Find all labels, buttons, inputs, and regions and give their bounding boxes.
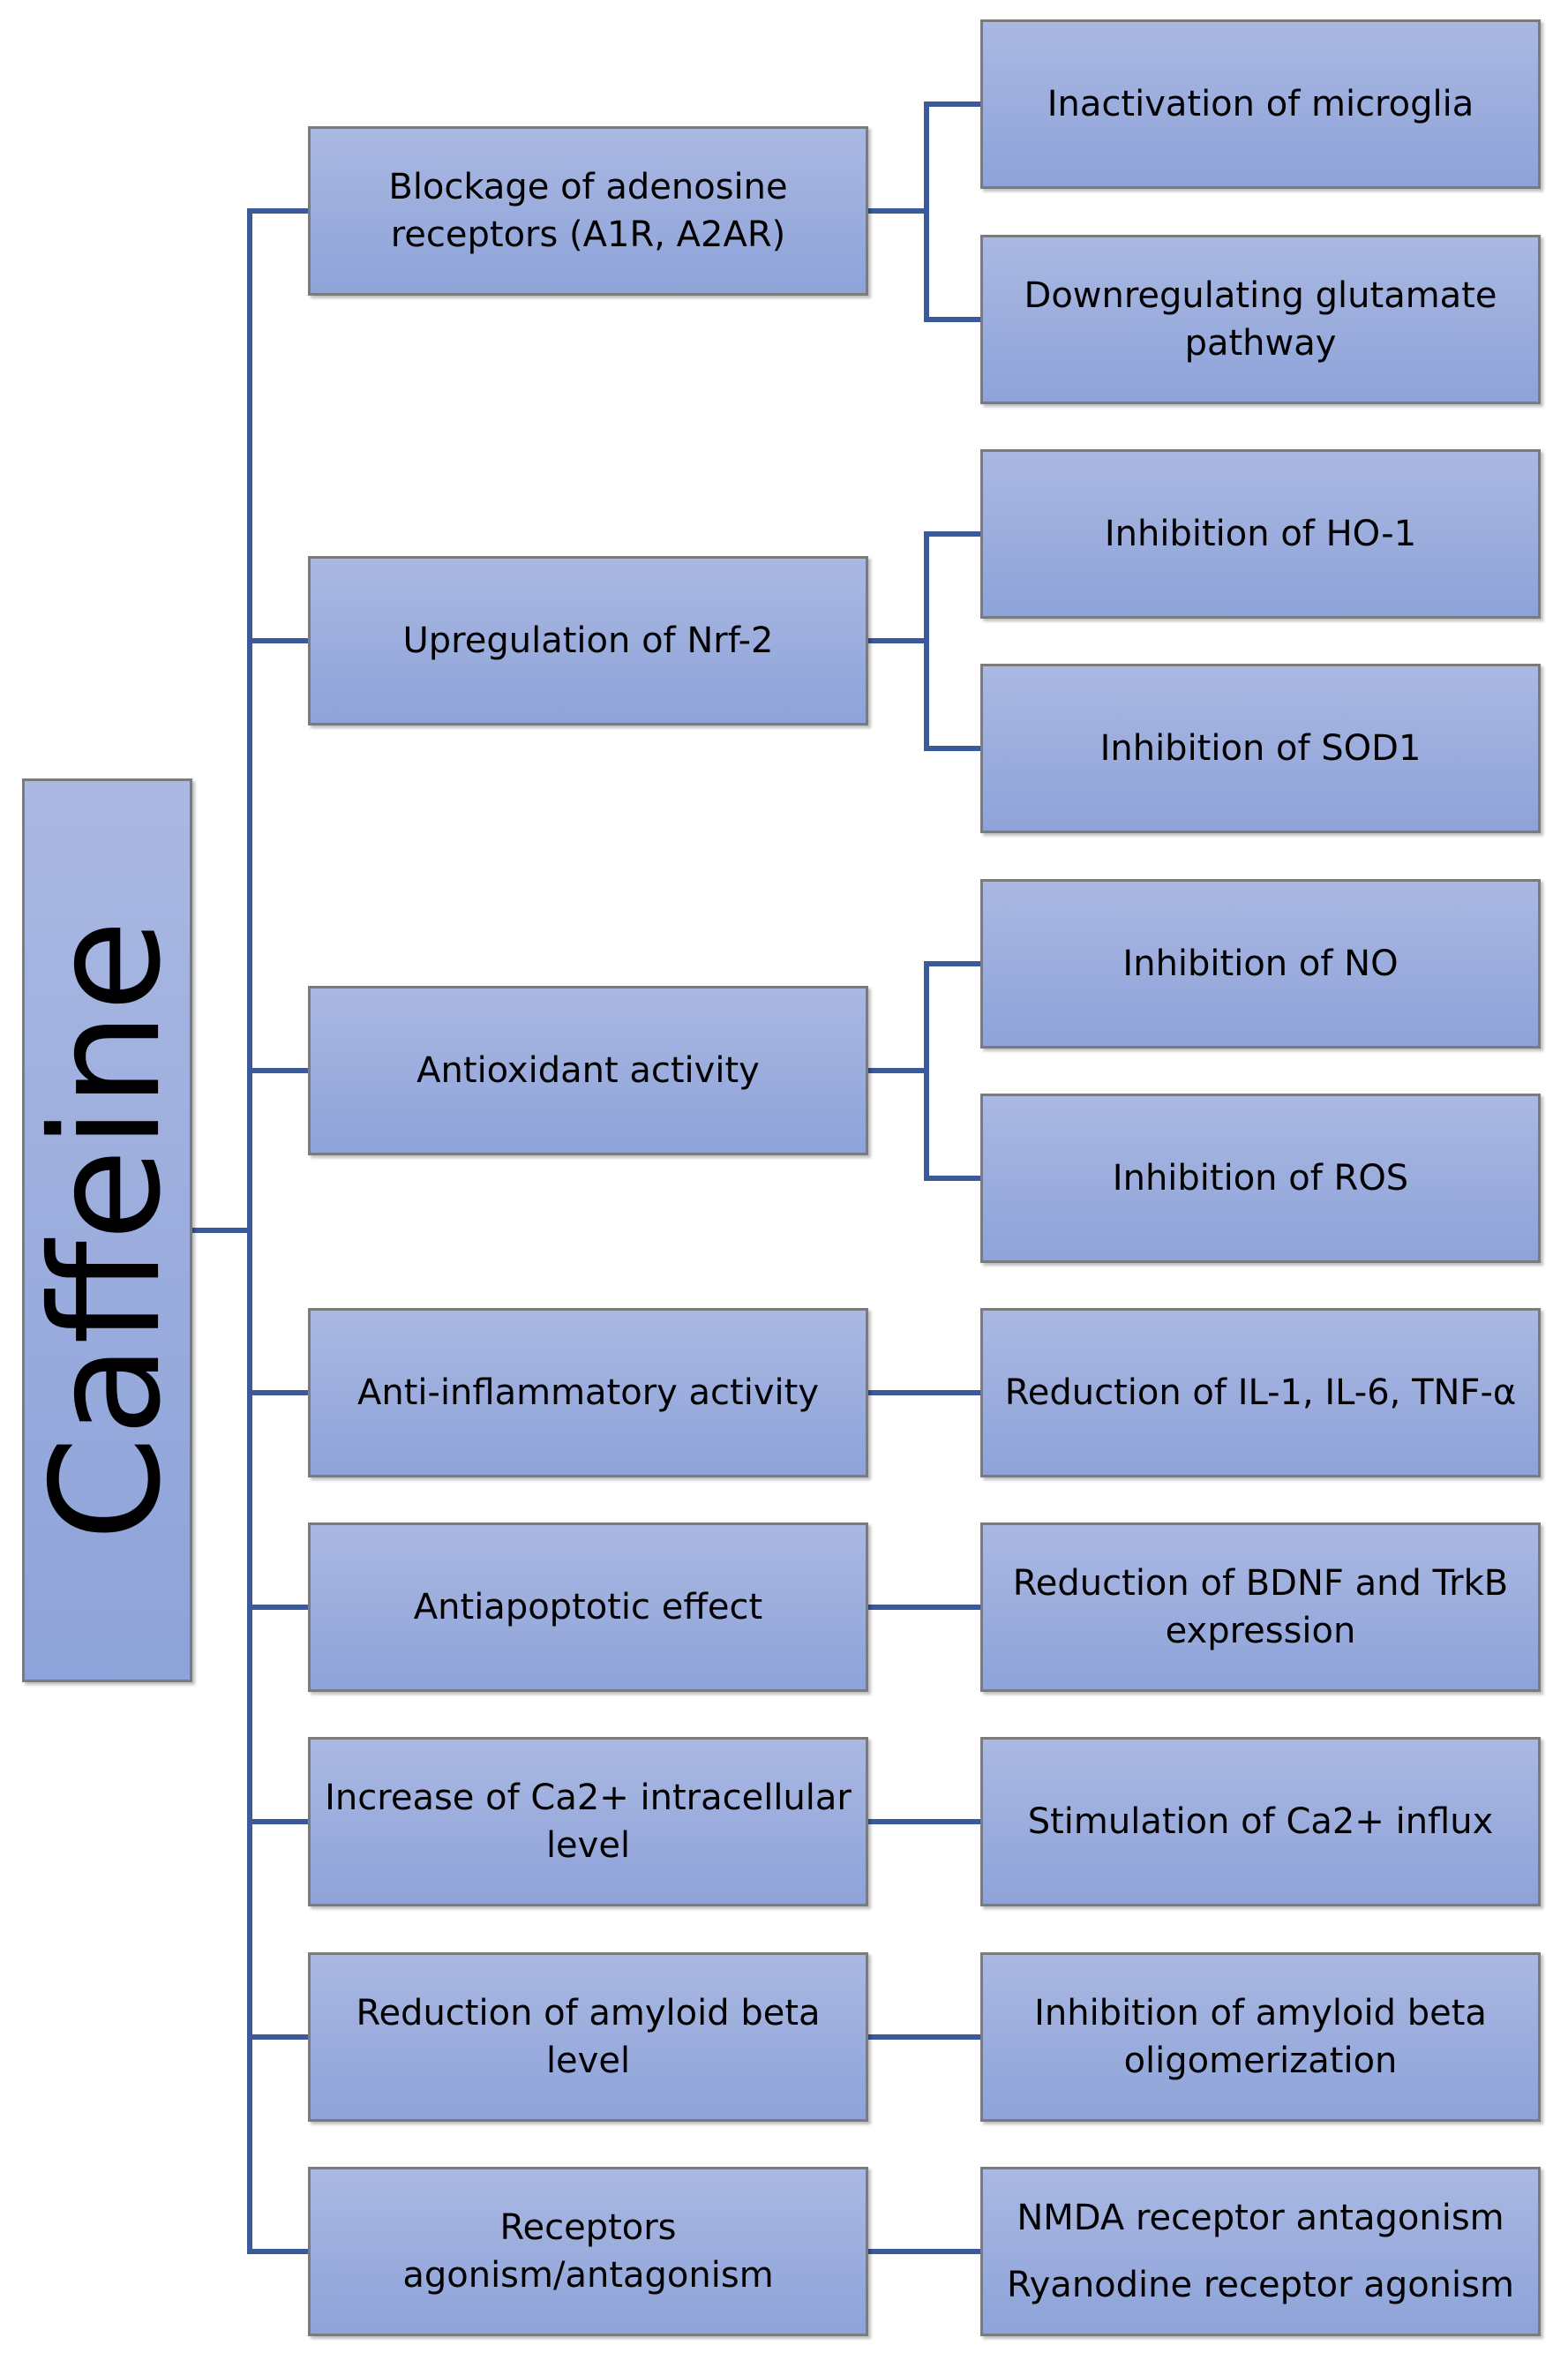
effect-node-label: Inhibition of ROS — [1112, 1158, 1409, 1199]
branch-node-label: Receptors — [499, 2207, 677, 2248]
effect-node: Inactivation of microglia — [980, 19, 1541, 189]
effect-node-label: NMDA receptor antagonism — [1017, 2198, 1504, 2238]
effect-node: Inhibition of ROS — [980, 1094, 1541, 1263]
effect-node: Reduction of BDNF and TrkB expression — [980, 1522, 1541, 1692]
branch-node: Blockage of adenosine receptors (A1R, A2A… — [308, 126, 868, 296]
branch-node-label: receptors (A1R, A2AR) — [390, 214, 786, 255]
effect-node-label: expression — [1165, 1611, 1356, 1651]
branch-node: Antiapoptotic effect — [308, 1522, 868, 1692]
branch-node-label: agonism/antagonism — [402, 2255, 774, 2296]
branch-node-label: Reduction of amyloid beta — [356, 1993, 821, 2033]
effect-node: Downregulating glutamate pathway — [980, 235, 1541, 404]
effect-node-label: Stimulation of Ca2+ influx — [1027, 1801, 1494, 1842]
effect-node-label: pathway — [1184, 323, 1337, 364]
effect-node-label: oligomerization — [1123, 2041, 1398, 2081]
branch-node-label: Blockage of adenosine — [388, 167, 788, 207]
branch-node-label: level — [545, 1825, 631, 1866]
effect-node-label: Inhibition of amyloid beta — [1034, 1993, 1487, 2033]
effect-node-label: Ryanodine receptor agonism — [1007, 2265, 1514, 2305]
effect-node-label: Inhibition of NO — [1122, 943, 1399, 984]
branch-node-label: level — [545, 2041, 631, 2081]
effect-node: Inhibition of NO — [980, 879, 1541, 1049]
effect-node: Reduction of IL-1, IL-6, TNF-α — [980, 1308, 1541, 1477]
effect-node-label: Downregulating glutamate — [1024, 275, 1497, 316]
effect-node-label: Inhibition of HO-1 — [1104, 514, 1417, 554]
branch-node: Antioxidant activity — [308, 986, 868, 1155]
effect-node-label: Inactivation of microglia — [1047, 84, 1474, 124]
effect-node: Stimulation of Ca2+ influx — [980, 1737, 1541, 1906]
root-node-label: Caffeine — [22, 919, 192, 1542]
effect-node: Inhibition of HO-1 — [980, 449, 1541, 619]
branch-node: Anti-inflammatory activity — [308, 1308, 868, 1477]
branch-node: Upregulation of Nrf-2 — [308, 556, 868, 725]
effect-node-label: Reduction of IL-1, IL-6, TNF-α — [1004, 1372, 1517, 1413]
branch-node-label: Antiapoptotic effect — [413, 1587, 763, 1628]
branch-node: Receptors agonism/antagonism — [308, 2167, 868, 2336]
branch-node: Reduction of amyloid beta level — [308, 1952, 868, 2122]
branch-node: Increase of Ca2+ intracellular level — [308, 1737, 868, 1906]
effect-node: Inhibition of amyloid beta oligomerizatio… — [980, 1952, 1541, 2122]
effect-node-label: Inhibition of SOD1 — [1099, 728, 1422, 769]
branch-node-label: Antioxidant activity — [416, 1050, 760, 1091]
branch-node-label: Upregulation of Nrf-2 — [402, 620, 774, 661]
branch-node-label: Anti-inflammatory activity — [357, 1372, 819, 1413]
effect-node: Inhibition of SOD1 — [980, 664, 1541, 833]
branch-node-label: Increase of Ca2+ intracellular — [325, 1778, 852, 1818]
effect-node-label: Reduction of BDNF and TrkB — [1012, 1563, 1509, 1604]
root-node-caffeine: Caffeine — [22, 778, 192, 1682]
